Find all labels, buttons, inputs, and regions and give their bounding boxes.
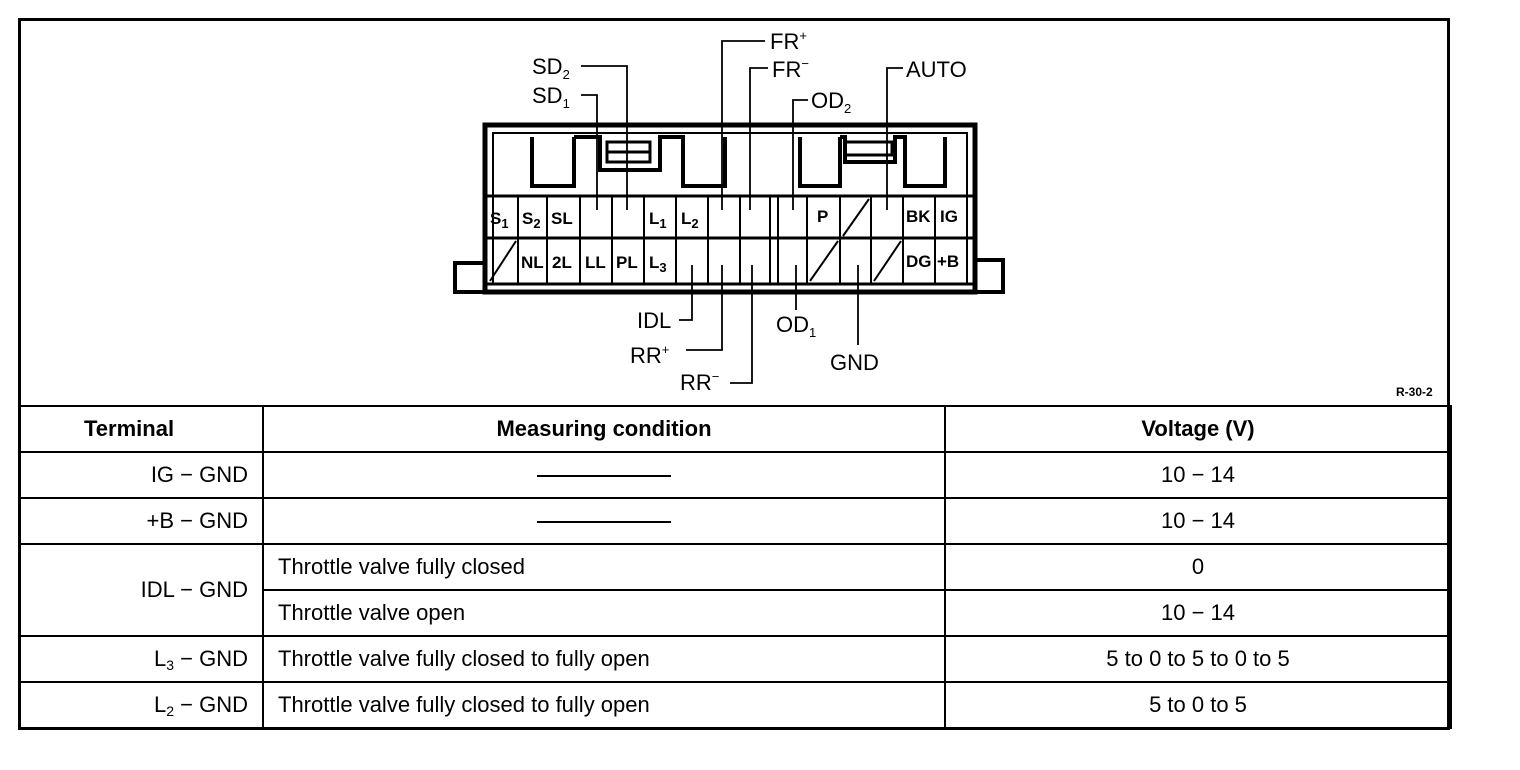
terminal-dg: DG	[906, 252, 932, 271]
terminal-ll: LL	[585, 253, 606, 272]
terminal-cell: L2 − GND	[18, 681, 264, 729]
condition-cell: Throttle valve open	[262, 589, 946, 637]
table-header-row: Terminal Measuring condition Voltage (V)	[18, 405, 1452, 453]
terminal-cell: +B − GND	[18, 497, 264, 545]
terminal-l3: L3	[649, 253, 667, 275]
header-voltage: Voltage (V)	[944, 405, 1452, 453]
terminal-p: P	[817, 207, 828, 226]
terminal-nl: NL	[521, 253, 544, 272]
terminal-pl: PL	[616, 253, 638, 272]
leader-lines	[581, 40, 903, 384]
no-condition-dash	[537, 475, 671, 478]
terminals-top-row: S1 S2 SL L1 L2 P BK IG	[490, 207, 958, 231]
terminal-ig: IG	[940, 207, 958, 226]
callout-fr-plus: FR+	[770, 28, 807, 54]
terminal-cell: IDL − GND	[18, 543, 264, 637]
terminal-bk: BK	[906, 207, 931, 226]
voltage-cell: 5 to 0 to 5 to 0 to 5	[944, 635, 1452, 683]
header-terminal: Terminal	[18, 405, 264, 453]
table-row: Throttle valve open 10 − 14	[19, 589, 1452, 637]
callout-auto: AUTO	[906, 57, 967, 82]
voltage-cell: 10 − 14	[944, 451, 1452, 499]
terminal-sl: SL	[551, 209, 573, 228]
table-row: L3 − GND Throttle valve fully closed to …	[18, 635, 1452, 683]
condition-cell	[262, 451, 946, 499]
voltage-spec-table: Terminal Measuring condition Voltage (V)…	[18, 405, 1452, 729]
table-row: IDL − GND Throttle valve fully closed 0	[18, 543, 1452, 637]
connector-diagram: S1 S2 SL L1 L2 P BK IG NL 2L LL PL L3 DG…	[453, 28, 1433, 399]
callout-od1: OD1	[776, 312, 816, 340]
header-measuring-condition: Measuring condition	[262, 405, 946, 453]
callout-gnd: GND	[830, 350, 879, 375]
figure-frame	[18, 18, 1450, 730]
callout-sd2: SD2	[532, 54, 570, 82]
terminal-l2: L2	[681, 209, 699, 231]
condition-cell	[262, 497, 946, 545]
terminal-plus-b: +B	[937, 252, 959, 271]
voltage-cell: 10 − 14	[944, 497, 1452, 545]
callout-fr-minus: FR−	[772, 56, 809, 82]
callout-od2: OD2	[811, 88, 851, 116]
voltage-cell: 0	[944, 543, 1452, 591]
callout-rr-plus: RR+	[630, 342, 669, 368]
terminal-2l: 2L	[552, 253, 572, 272]
callout-sd1: SD1	[532, 83, 570, 111]
callout-idl: IDL	[637, 308, 671, 333]
voltage-cell: 10 − 14	[944, 589, 1452, 637]
figure-reference: R-30-2	[1396, 385, 1433, 399]
terminal-cell: L3 − GND	[18, 635, 264, 683]
condition-cell: Throttle valve fully closed to fully ope…	[262, 681, 946, 729]
callout-rr-minus: RR−	[680, 369, 719, 395]
voltage-cell: 5 to 0 to 5	[944, 681, 1452, 729]
table-row: IG − GND 10 − 14	[18, 451, 1452, 499]
table-row: +B − GND 10 − 14	[18, 497, 1452, 545]
terminals-bottom-row: NL 2L LL PL L3 DG +B	[521, 252, 959, 275]
terminal-s2: S2	[522, 209, 541, 231]
table-row: L2 − GND Throttle valve fully closed to …	[18, 681, 1452, 729]
terminal-l1: L1	[649, 209, 667, 231]
terminal-cell: IG − GND	[18, 451, 264, 499]
callout-labels: SD2 SD1 FR+ FR− OD2 AUTO IDL RR+ RR− OD1…	[532, 28, 967, 395]
condition-cell: Throttle valve fully closed to fully ope…	[262, 635, 946, 683]
condition-cell: Throttle valve fully closed	[262, 543, 946, 591]
terminal-s1: S1	[490, 209, 509, 231]
no-condition-dash	[537, 521, 671, 524]
connector-housing	[453, 122, 1005, 295]
